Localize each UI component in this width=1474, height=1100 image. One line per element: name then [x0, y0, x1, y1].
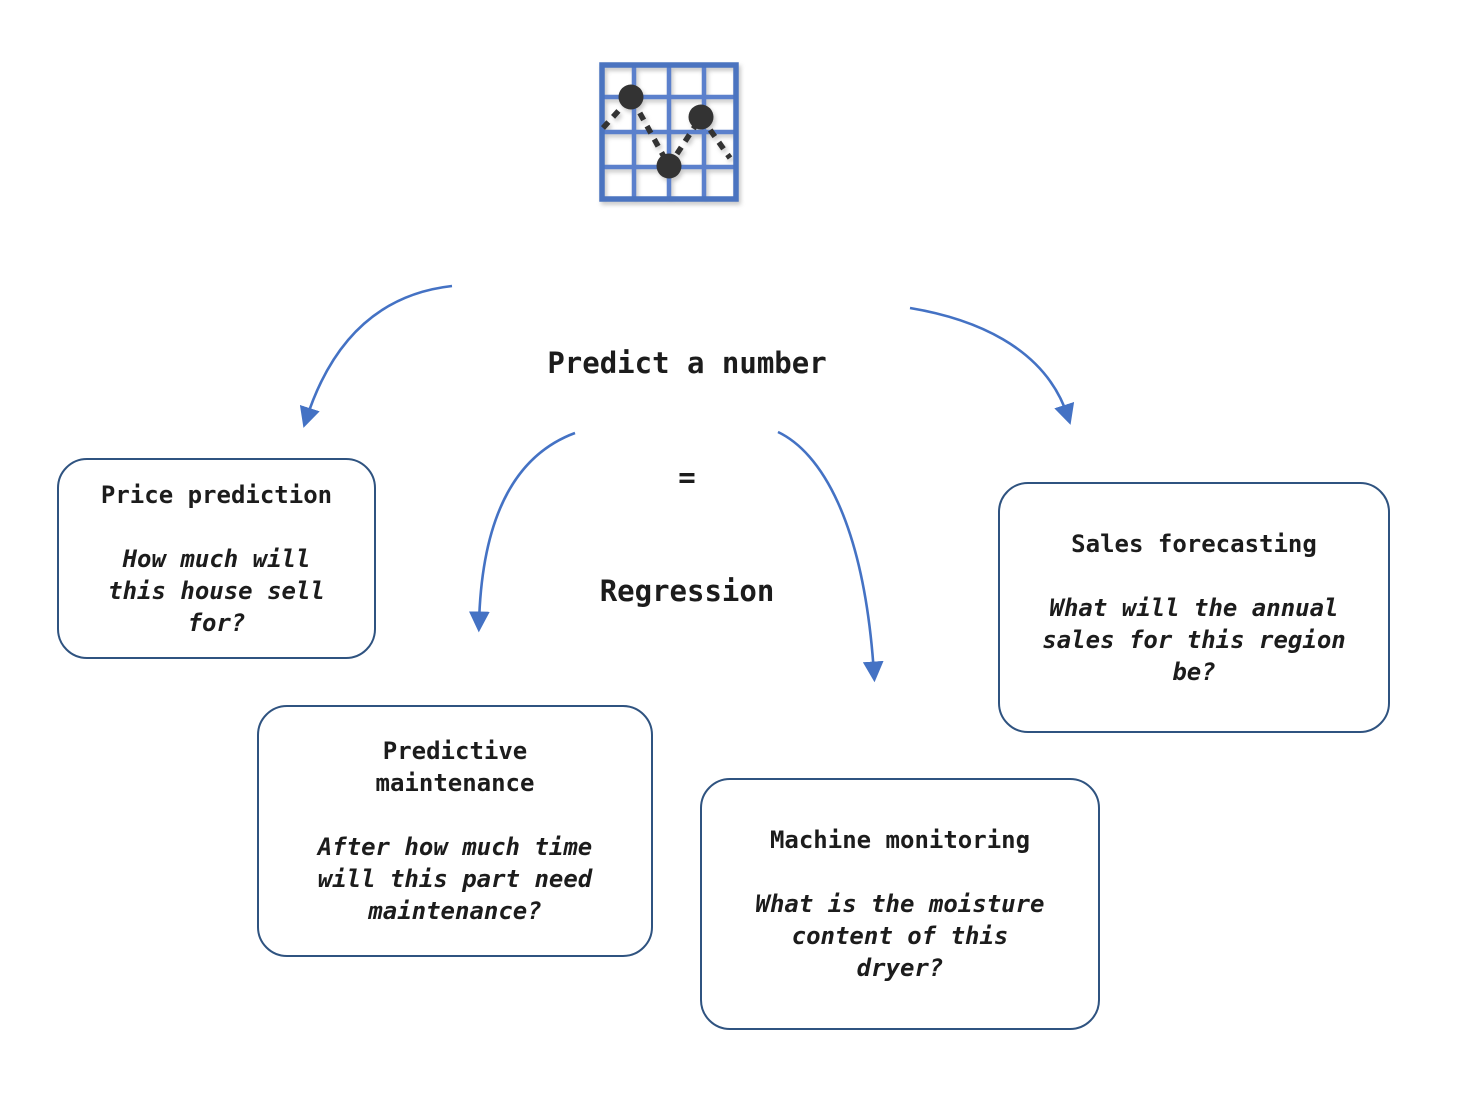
data-point — [688, 104, 714, 130]
node-sales-forecasting: Sales forecasting What will the annual s… — [998, 482, 1390, 733]
node-question: What will the annual sales for this regi… — [1042, 593, 1346, 686]
diagram-title: Predict a number = Regression — [547, 268, 826, 686]
node-predictive-maintenance: Predictive maintenance After how much ti… — [257, 705, 653, 957]
scatter-plot-grid-icon-svg — [599, 62, 739, 202]
node-title: Price prediction — [100, 480, 333, 509]
diagram-title-line-3: Regression — [599, 574, 775, 608]
node-question: After how much time will this part need … — [317, 833, 593, 925]
node-question: What is the moisture content of this dry… — [755, 890, 1045, 982]
data-point — [618, 84, 644, 110]
node-title: Predictive maintenance — [375, 737, 535, 797]
arrow-to-sales-forecasting — [909, 306, 1075, 425]
node-title: Machine monitoring — [769, 826, 1031, 854]
diagram-title-line-1: Predict a number — [547, 346, 827, 380]
data-point — [656, 153, 682, 179]
diagram-title-line-2: = — [678, 460, 696, 494]
node-machine-monitoring: Machine monitoring What is the moisture … — [700, 778, 1100, 1030]
node-title: Sales forecasting — [1071, 529, 1317, 558]
node-price-prediction: Price prediction How much will this hous… — [57, 458, 376, 659]
node-question: How much will this house sell for? — [108, 544, 325, 637]
arrow-to-price-prediction — [299, 284, 453, 428]
scatter-plot-grid-icon — [599, 62, 739, 202]
